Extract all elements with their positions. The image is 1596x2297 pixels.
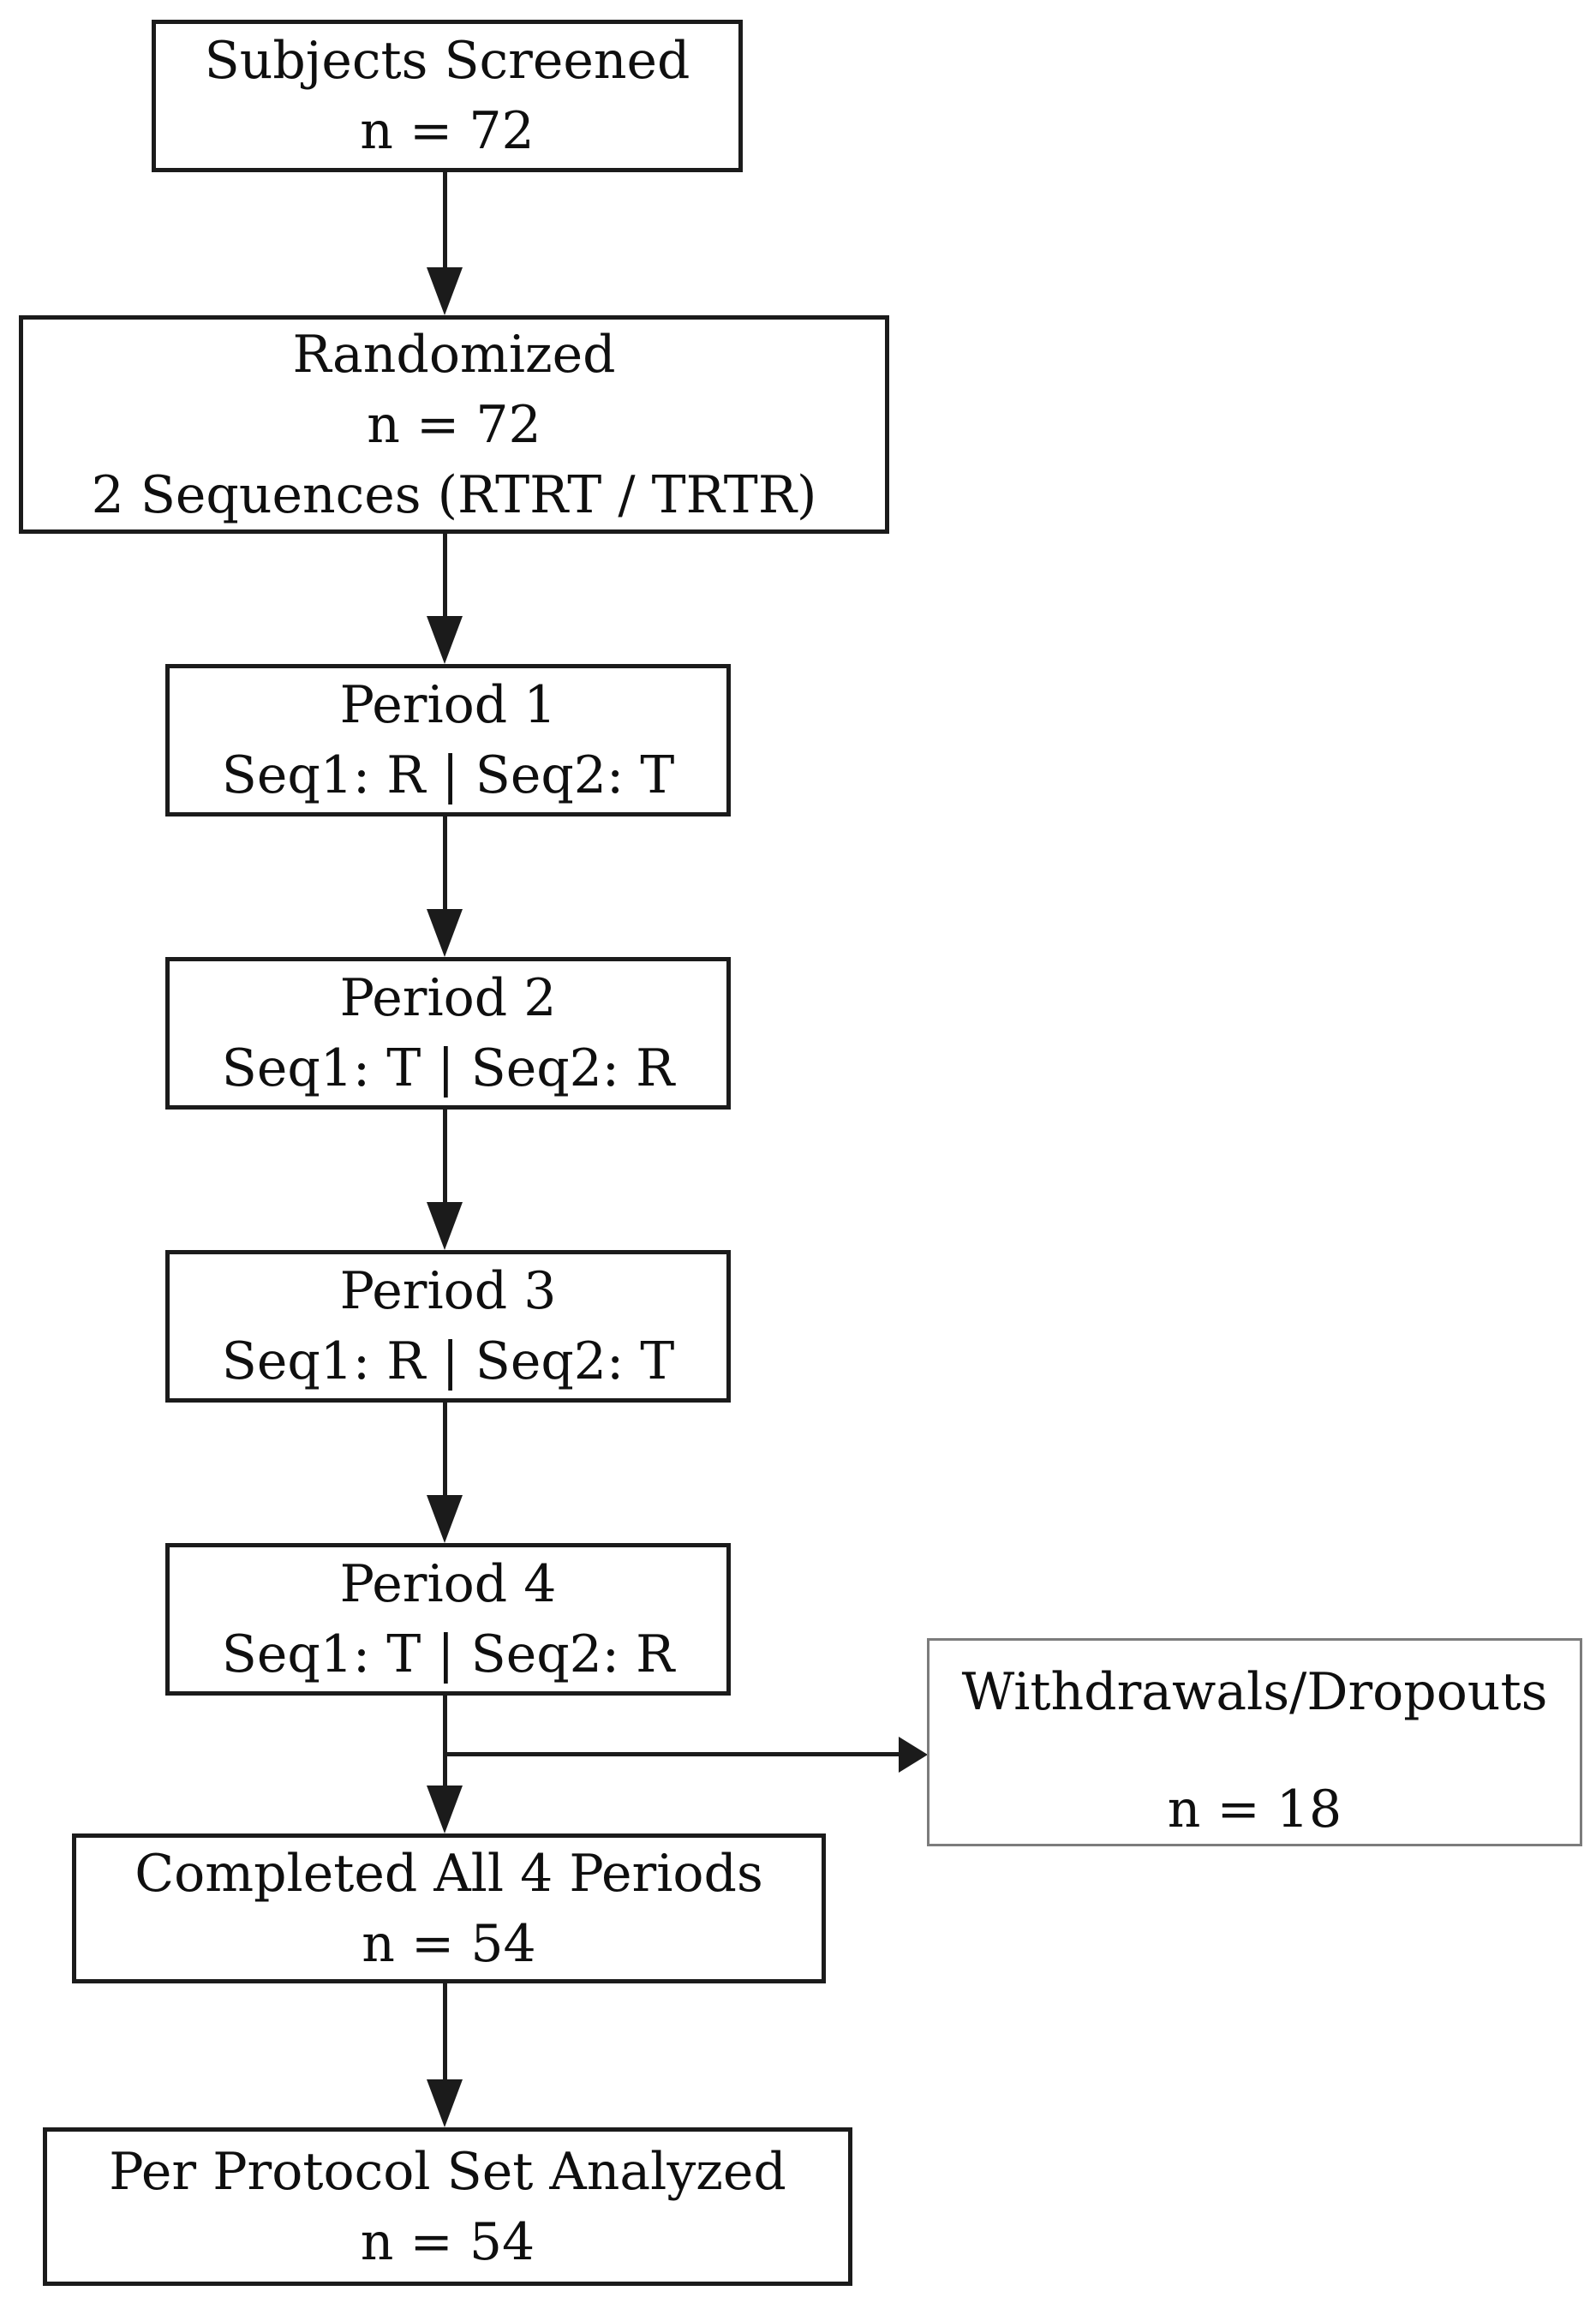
flow-box-period-3: Period 3 Seq1: R | Seq2: T (165, 1250, 731, 1403)
box-line: Seq1: T | Seq2: R (221, 1624, 675, 1684)
flow-box-period-4: Period 4 Seq1: T | Seq2: R (165, 1543, 731, 1696)
flow-box-subjects-screened: Subjects Screened n = 72 (152, 20, 743, 172)
connector-period2-to-period3 (443, 1110, 447, 1205)
box-line: Seq1: R | Seq2: T (221, 745, 675, 805)
connector-randomized-to-period1 (443, 534, 447, 619)
box-line: 2 Sequences (RTRT / TRTR) (91, 464, 817, 525)
box-line: Seq1: T | Seq2: R (221, 1038, 675, 1098)
box-line: Per Protocol Set Analyzed (109, 2141, 786, 2202)
flow-box-period-2: Period 2 Seq1: T | Seq2: R (165, 957, 731, 1110)
box-line: Period 3 (339, 1261, 557, 1321)
arrowhead-down-icon (427, 267, 463, 315)
arrowhead-down-icon (427, 616, 463, 664)
flow-box-randomized: Randomized n = 72 2 Sequences (RTRT / TR… (19, 315, 889, 534)
box-line: n = 54 (362, 1913, 536, 1974)
flow-box-per-protocol: Per Protocol Set Analyzed n = 54 (43, 2127, 852, 2286)
box-line: Seq1: R | Seq2: T (221, 1331, 675, 1391)
arrowhead-down-icon (427, 2079, 463, 2127)
box-line: Period 2 (339, 968, 557, 1028)
box-line: Period 4 (339, 1554, 557, 1614)
box-line: Subjects Screened (204, 31, 690, 91)
connector-completed-to-perprotocol (443, 1983, 447, 2080)
box-line: n = 18 (1167, 1780, 1342, 1839)
box-line: Withdrawals/Dropouts (961, 1662, 1548, 1722)
box-line: Completed All 4 Periods (134, 1843, 763, 1904)
arrowhead-down-icon (427, 1202, 463, 1250)
connector-period1-to-period2 (443, 817, 447, 912)
arrowhead-right-icon (899, 1737, 928, 1773)
box-line: n = 72 (360, 101, 535, 161)
connector-period4-to-completed (443, 1696, 447, 1786)
flow-box-period-1: Period 1 Seq1: R | Seq2: T (165, 664, 731, 817)
box-line: n = 72 (367, 394, 541, 455)
connector-period4-to-withdrawals (445, 1752, 899, 1756)
flow-box-withdrawals: Withdrawals/Dropouts n = 18 (927, 1638, 1582, 1846)
arrowhead-down-icon (427, 909, 463, 957)
connector-screened-to-randomized (443, 172, 447, 270)
box-line: Randomized (292, 324, 616, 385)
flow-box-completed: Completed All 4 Periods n = 54 (72, 1833, 826, 1983)
box-line: Period 1 (339, 675, 557, 735)
arrowhead-down-icon (427, 1786, 463, 1833)
connector-period3-to-period4 (443, 1403, 447, 1498)
box-line: n = 54 (360, 2211, 535, 2272)
arrowhead-down-icon (427, 1495, 463, 1543)
